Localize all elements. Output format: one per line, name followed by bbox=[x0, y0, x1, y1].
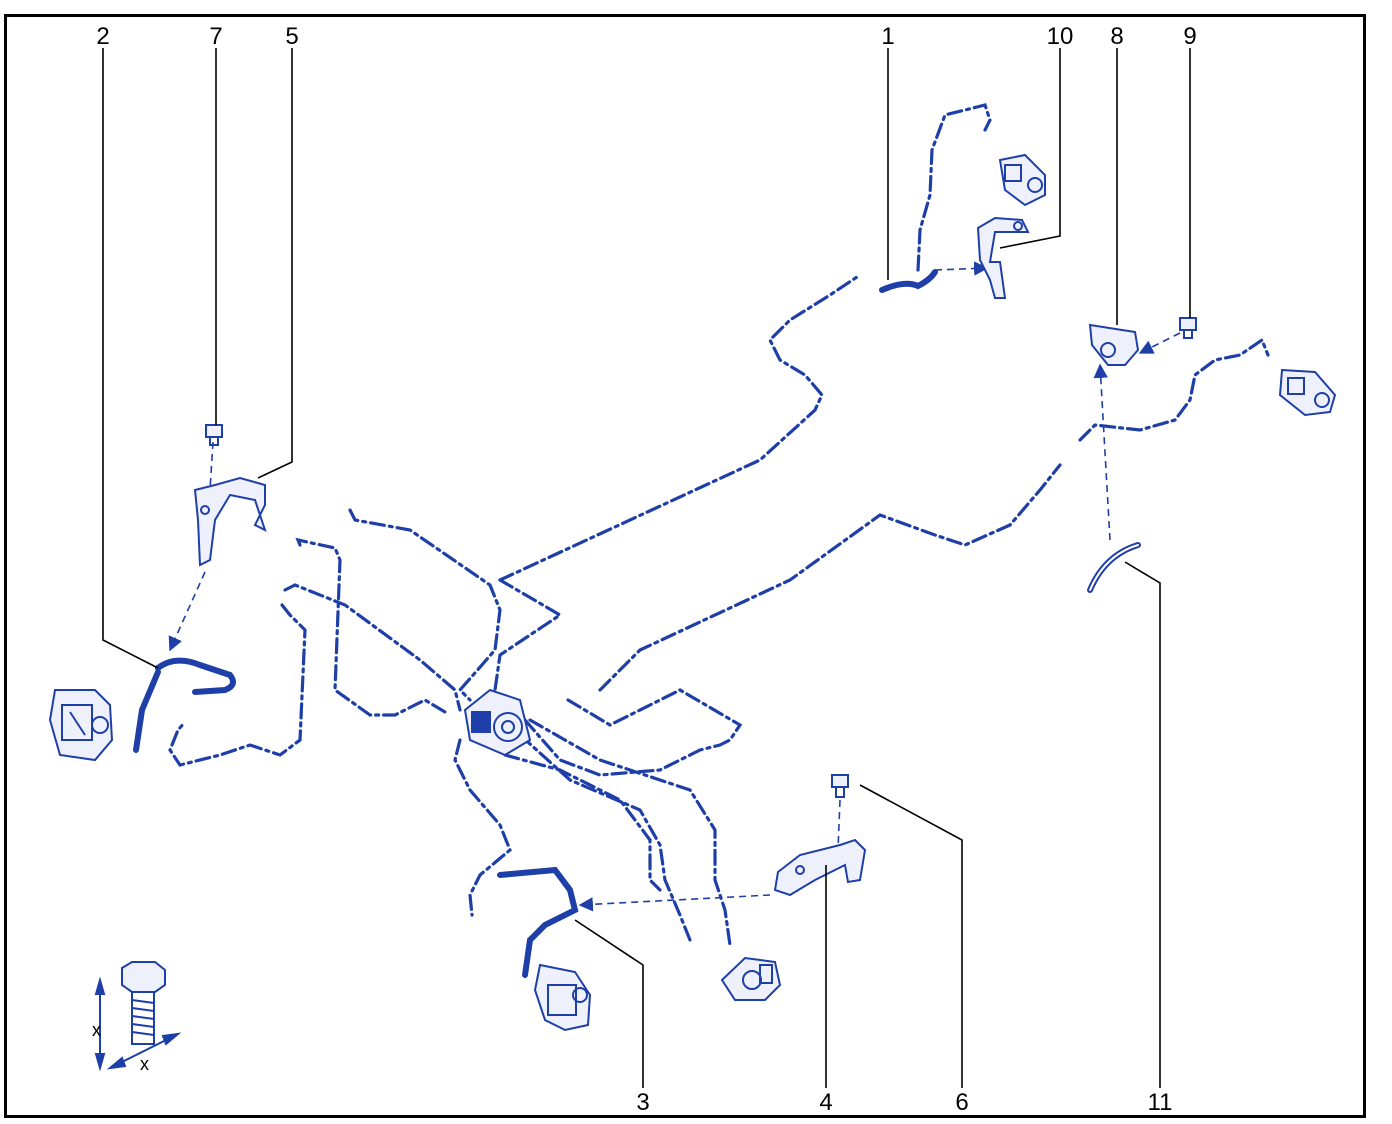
callout-3: 3 bbox=[636, 1089, 649, 1116]
rear-pipe-front-loop bbox=[493, 578, 564, 692]
rear-right-flex-hose-11 bbox=[1087, 542, 1141, 593]
bolt-9 bbox=[1179, 317, 1197, 339]
front-right-pipe-2 bbox=[528, 718, 732, 947]
callout-8: 8 bbox=[1110, 23, 1123, 50]
bolt-7 bbox=[205, 424, 223, 446]
callout-labels: 2 7 5 1 10 8 9 3 4 6 11 x x bbox=[92, 23, 1197, 1116]
bracket-4 bbox=[773, 838, 867, 897]
front-left-pipe bbox=[453, 738, 512, 917]
brake-pipes bbox=[168, 103, 1270, 947]
rear-pipe-main bbox=[498, 273, 862, 582]
diagram-frame bbox=[4, 14, 1366, 1118]
rear-left-brake-pipe bbox=[916, 103, 992, 272]
front-left-caliper bbox=[48, 689, 114, 762]
front-right-pipe-3 bbox=[503, 753, 662, 892]
front-right-caliper-2 bbox=[720, 956, 782, 1001]
ecu-loop-pipe bbox=[566, 688, 743, 747]
dimension-label-horizontal: x bbox=[140, 1054, 149, 1074]
callout-6: 6 bbox=[955, 1089, 968, 1116]
assembly-arrows bbox=[168, 261, 1181, 912]
front-right-pipe-1 bbox=[518, 733, 692, 942]
callout-4: 4 bbox=[819, 1089, 832, 1116]
left-pipe-4 bbox=[168, 603, 307, 767]
callout-11: 11 bbox=[1148, 1089, 1173, 1116]
bolt-dimension-detail bbox=[94, 961, 182, 1072]
front-right-caliper bbox=[533, 963, 592, 1032]
left-pipe-3 bbox=[283, 583, 462, 712]
flexible-hoses bbox=[133, 269, 1141, 978]
rear-right-caliper bbox=[1278, 368, 1337, 417]
callout-1: 1 bbox=[881, 23, 894, 50]
rear-left-flex-hose-1 bbox=[879, 269, 938, 293]
left-pipe-2 bbox=[348, 508, 502, 702]
leader-lines bbox=[102, 48, 1191, 1088]
rear-left-caliper bbox=[998, 153, 1046, 207]
callout-10: 10 bbox=[1047, 23, 1074, 50]
callout-9: 9 bbox=[1183, 23, 1196, 50]
callout-7: 7 bbox=[209, 23, 222, 50]
front-right-flex-hose-3 bbox=[497, 866, 579, 978]
bolt-6 bbox=[831, 774, 849, 798]
dimension-label-vertical: x bbox=[92, 1020, 101, 1040]
callout-2: 2 bbox=[96, 23, 109, 50]
front-left-flex-hose-tube bbox=[133, 669, 161, 753]
rear-right-brake-pipe bbox=[1078, 337, 1270, 442]
bracket-10 bbox=[976, 216, 1030, 299]
abs-hydraulic-unit bbox=[463, 688, 532, 757]
callout-5: 5 bbox=[285, 23, 298, 50]
rear-right-pipe bbox=[598, 463, 1062, 692]
ecu-side-pipe bbox=[523, 718, 722, 777]
bracket-5 bbox=[193, 476, 267, 567]
bracket-8 bbox=[1088, 323, 1140, 366]
front-left-flex-hose-2 bbox=[155, 657, 237, 695]
left-pipe-1 bbox=[295, 537, 447, 717]
